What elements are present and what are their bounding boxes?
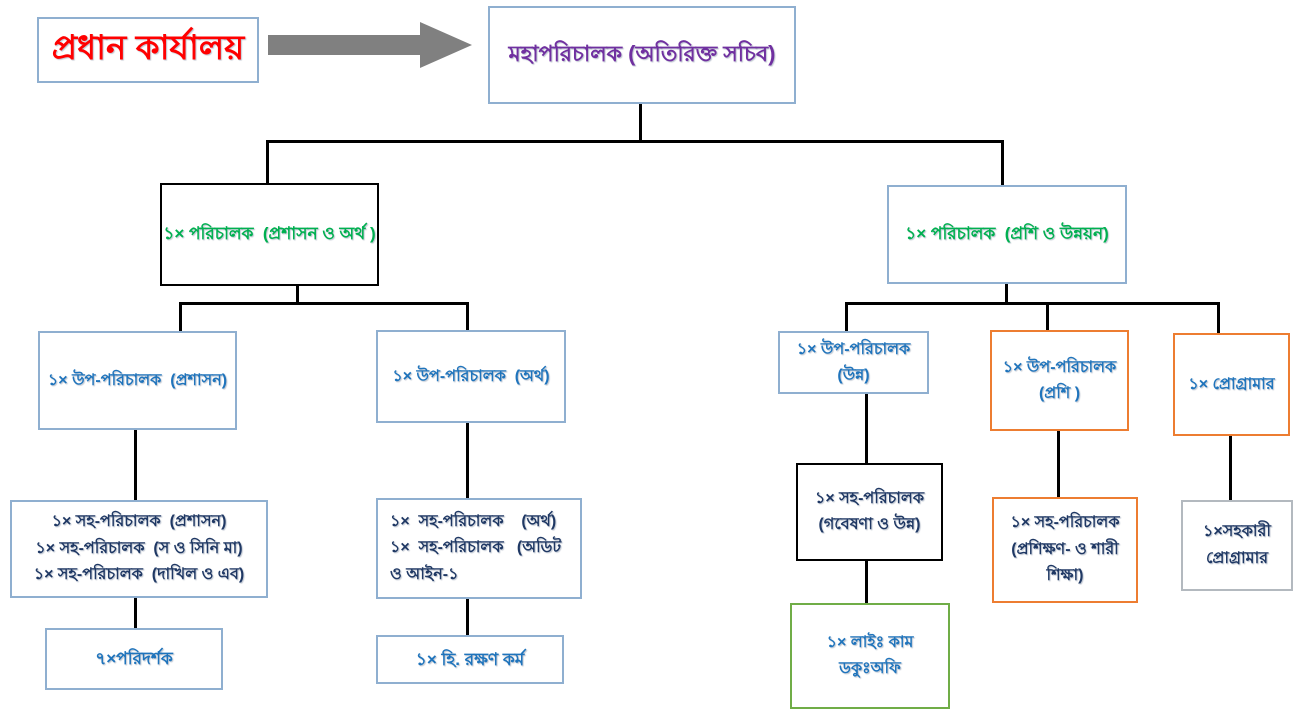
deputy-director-dev-box: ১× উপ-পরিচালক (উন্ন) [778, 331, 929, 394]
ad-admin-line3: ১× সহ-পরিচালক (দাখিল ও এব) [33, 566, 245, 584]
connector-line [266, 140, 269, 183]
deputy-director-training-line2: (প্রশি ) [1038, 384, 1081, 402]
deputy-director-admin-box: ১× উপ-পরিচালক (প্রশাসন) [38, 331, 237, 430]
librarian-box: ১× লাইঃ কাম ডকুঃঅফি [790, 603, 950, 709]
director-training-dev-label: ১× পরিচালক (প্রশি ও উন্নয়ন) [905, 223, 1109, 243]
connector-line [845, 302, 1220, 305]
ad-training-line1: ১× সহ-পরিচালক [1010, 514, 1120, 532]
connector-line [639, 104, 642, 140]
accounts-keeper-label: ১× হি. রক্ষণ কর্ম [415, 649, 525, 669]
connector-line [865, 394, 868, 463]
librarian-line2: ডকুঃঅফি [839, 660, 901, 677]
connector-line [134, 430, 137, 500]
connector-line [1046, 302, 1049, 330]
deputy-director-training-line1: ১× উপ-পরিচালক [1002, 358, 1117, 376]
deputy-director-admin-label: ১× উপ-পরিচালক (প্রশাসন) [47, 371, 228, 389]
connector-line [266, 140, 1004, 143]
ad-finance-line1: ১× সহ-পরিচালক (অর্থ) [390, 512, 557, 530]
director-general-label: মহাপরিচালক (অতিরিক্ত সচিব) [508, 40, 776, 66]
connector-line [466, 302, 469, 330]
assistant-director-research-dev-box: ১× সহ-পরিচালক (গবেষণা ও উন্ন) [796, 463, 943, 561]
assistant-director-admin-group-box: ১× সহ-পরিচালক (প্রশাসন) ১× সহ-পরিচালক (স… [10, 500, 268, 598]
librarian-line1: ১× লাইঃ কাম [826, 634, 914, 652]
connector-line [865, 561, 868, 603]
connector-line [845, 302, 848, 331]
assistant-director-training-pe-box: ১× সহ-পরিচালক (প্রশিক্ষণ- ও শারী শিক্ষা) [992, 497, 1138, 603]
connector-line [1005, 284, 1008, 302]
connector-line [1001, 140, 1004, 185]
accounts-keeper-box: ১× হি. রক্ষণ কর্ম [376, 635, 564, 684]
programmer-box: ১× প্রোগ্রামার [1173, 333, 1290, 436]
ad-training-line3: শিক্ষা) [1046, 567, 1084, 585]
deputy-director-finance-label: ১× উপ-পরিচালক (অর্থ) [392, 367, 550, 385]
deputy-director-finance-box: ১× উপ-পরিচালক (অর্থ) [376, 330, 566, 423]
inspectors-box: ৭×পরিদর্শক [45, 628, 223, 690]
ad-research-line1: ১× সহ-পরিচালক [814, 489, 925, 507]
deputy-director-dev-line1: ১× উপ-পরিচালক [796, 340, 911, 358]
ad-training-line2: (প্রশিক্ষণ- ও শারী [1011, 540, 1119, 558]
connector-line [179, 302, 182, 331]
deputy-director-dev-line2: (উন্ন) [837, 366, 870, 384]
assistant-programmer-box: ১×সহকারী প্রোগ্রামার [1181, 500, 1293, 591]
director-admin-finance-box: ১× পরিচালক (প্রশাসন ও অর্থ ) [160, 183, 379, 286]
ad-finance-line3: ও আইন-১ [390, 565, 459, 583]
ad-research-line2: (গবেষণা ও উন্ন) [818, 516, 921, 533]
head-office-label: প্রধান কার্যালয় [51, 28, 245, 67]
programmer-label: ১× প্রোগ্রামার [1188, 375, 1275, 393]
head-office-box: প্রধান কার্যালয় [37, 17, 259, 83]
connector-line [466, 599, 469, 635]
ad-admin-line1: ১× সহ-পরিচালক (প্রশাসন) [51, 513, 227, 531]
assistant-programmer-line2: প্রোগ্রামার [1205, 549, 1269, 567]
deputy-director-training-box: ১× উপ-পরিচালক (প্রশি ) [990, 330, 1129, 431]
director-training-dev-box: ১× পরিচালক (প্রশি ও উন্নয়ন) [887, 185, 1127, 284]
connector-line [179, 302, 469, 305]
director-general-box: মহাপরিচালক (অতিরিক্ত সচিব) [488, 6, 796, 104]
connector-line [296, 286, 299, 302]
connector-line [1229, 436, 1232, 500]
director-admin-finance-label: ১× পরিচালক (প্রশাসন ও অর্থ ) [163, 223, 376, 243]
connector-line [1217, 302, 1220, 333]
connector-line [134, 598, 137, 628]
assistant-director-finance-group-box: ১× সহ-পরিচালক (অর্থ) ১× সহ-পরিচালক (অডিট… [376, 498, 582, 599]
ad-admin-line2: ১× সহ-পরিচালক (স ও সিনি মা) [35, 539, 243, 557]
assistant-programmer-line1: ১×সহকারী [1203, 523, 1271, 541]
arrow-right-icon [268, 22, 472, 68]
connector-line [466, 423, 469, 498]
connector-line [1057, 431, 1060, 497]
inspectors-label: ৭×পরিদর্শক [95, 649, 173, 669]
ad-finance-line2: ১× সহ-পরিচালক (অডিট [390, 539, 562, 557]
